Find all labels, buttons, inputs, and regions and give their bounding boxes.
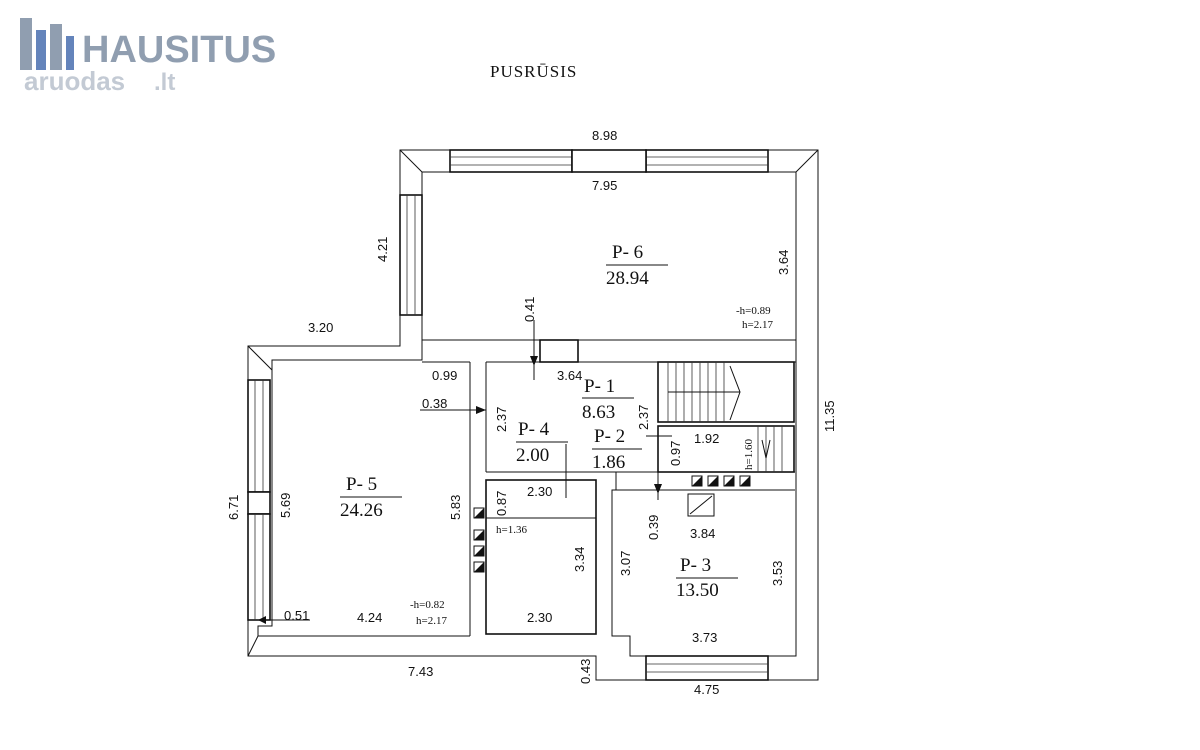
dim-p3-passage: 0.39 [646,515,661,540]
dim-p5-floor: -h=0.82 [410,599,445,611]
room-label: P- 3 [680,555,711,576]
room-area: 28.94 [606,268,649,289]
site-name: aruodas [24,66,125,96]
dim-opening-p6: 0.41 [522,297,537,322]
dim-p3-height-left: 3.07 [618,551,633,576]
dim-p6-height: 3.64 [776,250,791,275]
dim-left-upper: 4.21 [375,237,390,262]
dim-p5-door-offset: 0.99 [432,368,457,383]
door-markers [258,320,672,624]
exterior-walls [247,149,819,681]
dimension-labels: 8.98 7.95 4.21 3.64 0.41 -h=0.89 h=2.17 … [226,128,837,697]
dim-bottom-right: 4.75 [694,682,719,697]
dim-p5-height-left: 5.69 [278,493,293,518]
dim-store-width-bottom: 2.30 [527,610,552,625]
room-area: 2.00 [516,445,549,466]
room-label: P- 5 [346,474,377,495]
site-suffix: .lt [154,69,175,96]
dim-top-total: 8.98 [592,128,617,143]
room-p1: P- 1 8.63 [582,376,615,423]
dim-p6-floor: -h=0.89 [736,305,771,317]
room-p6: P- 6 28.94 [606,242,649,289]
room-label: P- 6 [612,242,643,263]
room-area: 1.86 [592,452,625,473]
dim-store-width-top: 2.30 [527,484,552,499]
window-left-upper [399,194,423,316]
dim-store-height: 3.34 [572,547,587,572]
chimney-blocks [473,475,751,573]
dim-store-headroom: h=1.36 [496,524,527,536]
room-area: 8.63 [582,402,615,423]
window-bottom [645,655,769,681]
dim-total-height: 11.35 [822,400,837,432]
dim-p2-depth: 0.97 [668,441,683,466]
dim-bottom-step: 0.43 [578,659,593,684]
dim-p6-ceiling: h=2.17 [742,319,773,331]
room-p3: P- 3 13.50 [676,555,719,601]
dim-store-depth: 0.87 [494,491,509,516]
dim-p5-sill: 0.51 [284,608,309,623]
room-p2: P- 2 1.86 [592,426,625,473]
plan-title: PUSRŪSIS [490,62,577,81]
interior-walls [422,339,796,636]
label-underlines [340,264,738,579]
window-top [449,149,769,173]
room-label: P- 2 [594,426,625,447]
boiler-icon [687,493,715,517]
staircase [667,362,783,472]
room-p5: P- 5 24.26 [340,474,383,521]
building-icon [20,18,74,70]
dim-left-step: 3.20 [308,320,333,335]
dim-p5-wall: 0.38 [422,396,447,411]
dim-p3-width-top: 3.84 [690,526,715,541]
window-left-lower [247,379,271,621]
dim-p5-height-right: 5.83 [448,495,463,520]
dim-p6-width: 7.95 [592,178,617,193]
dim-left-total: 6.71 [226,495,241,520]
dim-bottom-left: 7.43 [408,664,433,679]
dim-p5-ceiling: h=2.17 [416,615,447,627]
watermark-logo: HAUSITUS aruodas .lt [20,18,276,96]
dim-p1-width: 3.64 [557,368,582,383]
dim-p3-width-bottom: 3.73 [692,630,717,645]
dim-p1-height: 2.37 [636,405,651,430]
room-p4: P- 4 2.00 [516,419,550,466]
dim-p4-height: 2.37 [494,407,509,432]
room-area: 24.26 [340,500,383,521]
dim-p2-width: 1.92 [694,431,719,446]
brand-name: HAUSITUS [82,29,276,71]
room-area: 13.50 [676,580,719,601]
dim-p3-height-right: 3.53 [770,561,785,586]
room-label: P- 4 [518,419,550,440]
room-label: P- 1 [584,376,615,397]
dim-p2-headroom: h=1.60 [743,439,755,470]
dim-p5-width: 4.24 [357,610,382,625]
